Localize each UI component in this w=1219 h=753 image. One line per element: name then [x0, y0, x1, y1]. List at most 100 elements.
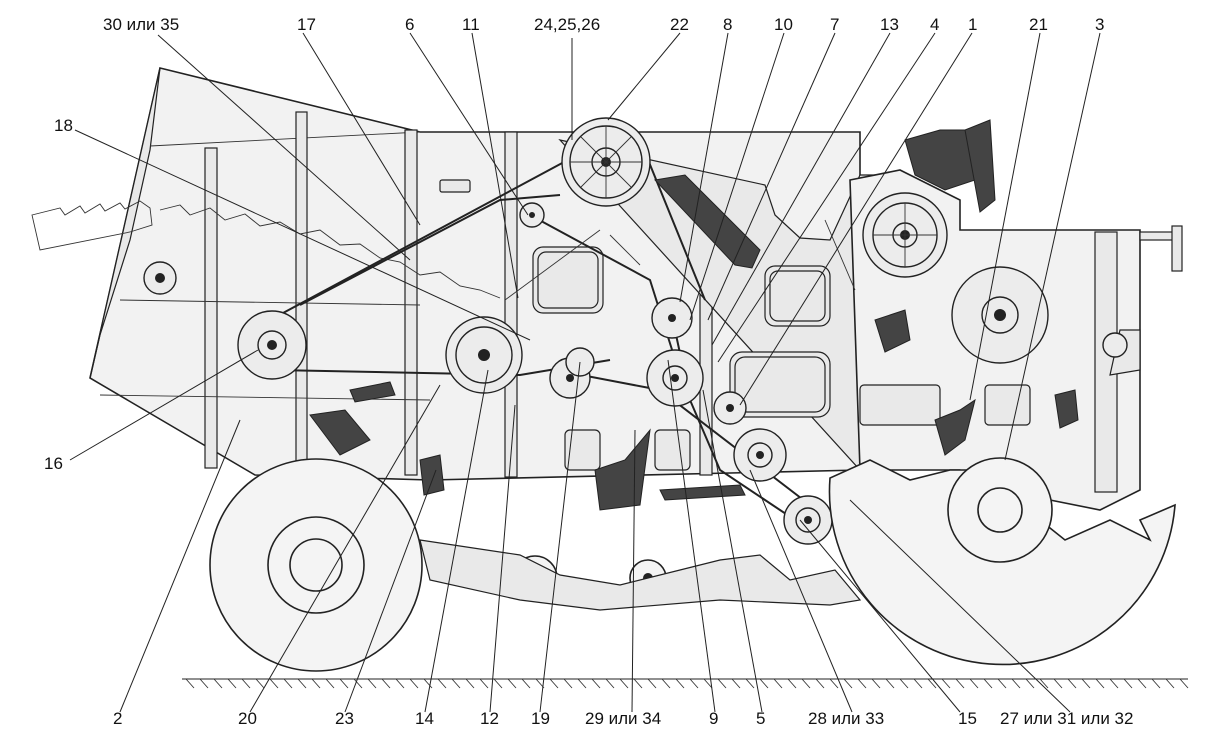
label-5: 5 — [756, 709, 765, 728]
ground-hatch-mark — [1123, 678, 1133, 689]
label-14: 14 — [415, 709, 434, 728]
ground-hatch-mark — [661, 678, 671, 689]
ground-hatch-mark — [339, 678, 349, 689]
ground-hatch-mark — [353, 678, 363, 689]
label-27-or-31-or-32: 27 или 31 или 32 — [1000, 709, 1133, 728]
ground-hatch-mark — [829, 678, 839, 689]
ground-hatch-mark — [787, 678, 797, 689]
ground-hatch-mark — [325, 678, 335, 689]
label-21: 21 — [1029, 15, 1048, 34]
ground-hatch-mark — [941, 678, 951, 689]
label-23: 23 — [335, 709, 354, 728]
ground-hatch-mark — [969, 678, 979, 689]
ground-hatch-mark — [955, 678, 965, 689]
ground-hatch-mark — [227, 678, 237, 689]
label-8: 8 — [723, 15, 732, 34]
label-7: 7 — [830, 15, 839, 34]
ground-hatch-mark — [591, 678, 601, 689]
label-9: 9 — [709, 709, 718, 728]
wheels — [209, 457, 1176, 672]
label-13: 13 — [880, 15, 899, 34]
pulleys — [143, 117, 1128, 545]
ground-hatch-mark — [213, 678, 223, 689]
ground-hatch-mark — [255, 678, 265, 689]
callout-labels: 30 или 35 17 6 11 24,25,26 22 8 10 7 13 … — [44, 15, 1133, 728]
ground-hatch-mark — [759, 678, 769, 689]
ground-hatch-mark — [675, 678, 685, 689]
ground-hatch-mark — [395, 678, 405, 689]
label-6: 6 — [405, 15, 414, 34]
label-11: 11 — [462, 15, 480, 34]
ground-hatch-mark — [703, 678, 713, 689]
arms-and-levers — [309, 119, 1079, 511]
ground-hatch-mark — [801, 678, 811, 689]
label-30-or-35: 30 или 35 — [103, 15, 179, 34]
ground-hatch-mark — [815, 678, 825, 689]
ground-hatch-mark — [563, 678, 573, 689]
ground-hatch-mark — [1081, 678, 1091, 689]
leader-lines — [69, 32, 1101, 713]
ground-hatch-mark — [633, 678, 643, 689]
ground-hatch-mark — [507, 678, 517, 689]
ground-hatch-mark — [185, 678, 195, 689]
ground-hatch-mark — [899, 678, 909, 689]
ground-hatch-mark — [465, 678, 475, 689]
ground-hatch-mark — [731, 678, 741, 689]
ground-hatch-mark — [493, 678, 503, 689]
ground-hatch-mark — [843, 678, 853, 689]
label-16: 16 — [44, 454, 63, 473]
ground-hatch-mark — [1011, 678, 1021, 689]
ground-hatch-mark — [549, 678, 559, 689]
ground-hatch-mark — [1165, 678, 1175, 689]
ground-hatch-mark — [451, 678, 461, 689]
ground-hatch-mark — [311, 678, 321, 689]
label-19: 19 — [531, 709, 550, 728]
ground-hatch-mark — [689, 678, 699, 689]
ground-hatch-mark — [297, 678, 307, 689]
ground-hatch-mark — [773, 678, 783, 689]
label-15: 15 — [958, 709, 977, 728]
label-2: 2 — [113, 709, 122, 728]
ground-hatch-mark — [1151, 678, 1161, 689]
label-12: 12 — [480, 709, 499, 728]
label-22: 22 — [670, 15, 689, 34]
ground-hatch-mark — [199, 678, 209, 689]
label-24-25-26: 24,25,26 — [534, 15, 600, 34]
ground-hatch-mark — [1039, 678, 1049, 689]
ground-hatch-mark — [871, 678, 881, 689]
ground-hatch-mark — [269, 678, 279, 689]
label-10: 10 — [774, 15, 793, 34]
label-29-or-34: 29 или 34 — [585, 709, 661, 728]
ground-hatch-mark — [381, 678, 391, 689]
ground-hatch-mark — [605, 678, 615, 689]
label-1: 1 — [968, 15, 977, 34]
ground-hatch-mark — [423, 678, 433, 689]
label-28-or-33: 28 или 33 — [808, 709, 884, 728]
ground-hatch-mark — [437, 678, 447, 689]
ground-hatch-mark — [997, 678, 1007, 689]
ground-hatch-mark — [619, 678, 629, 689]
ground-hatch-mark — [983, 678, 993, 689]
ground-hatch-mark — [1109, 678, 1119, 689]
ground-hatch-mark — [241, 678, 251, 689]
label-18: 18 — [54, 116, 73, 135]
ground-hatch-mark — [913, 678, 923, 689]
ground-hatch-mark — [577, 678, 587, 689]
ground-hatch-mark — [885, 678, 895, 689]
ground-hatch-mark — [521, 678, 531, 689]
ground-hatch-mark — [647, 678, 657, 689]
label-4: 4 — [930, 15, 939, 34]
label-20: 20 — [238, 709, 257, 728]
ground-hatch-mark — [1095, 678, 1105, 689]
ground-hatch-mark — [1179, 678, 1189, 689]
ground-hatch-mark — [479, 678, 489, 689]
ground-hatch-mark — [409, 678, 419, 689]
ground-hatch-mark — [717, 678, 727, 689]
ground-line — [182, 678, 1189, 689]
label-17: 17 — [297, 15, 316, 34]
ground-hatch-mark — [1025, 678, 1035, 689]
ground-hatch-mark — [745, 678, 755, 689]
ground-hatch-mark — [1067, 678, 1077, 689]
ground-hatch-mark — [283, 678, 293, 689]
